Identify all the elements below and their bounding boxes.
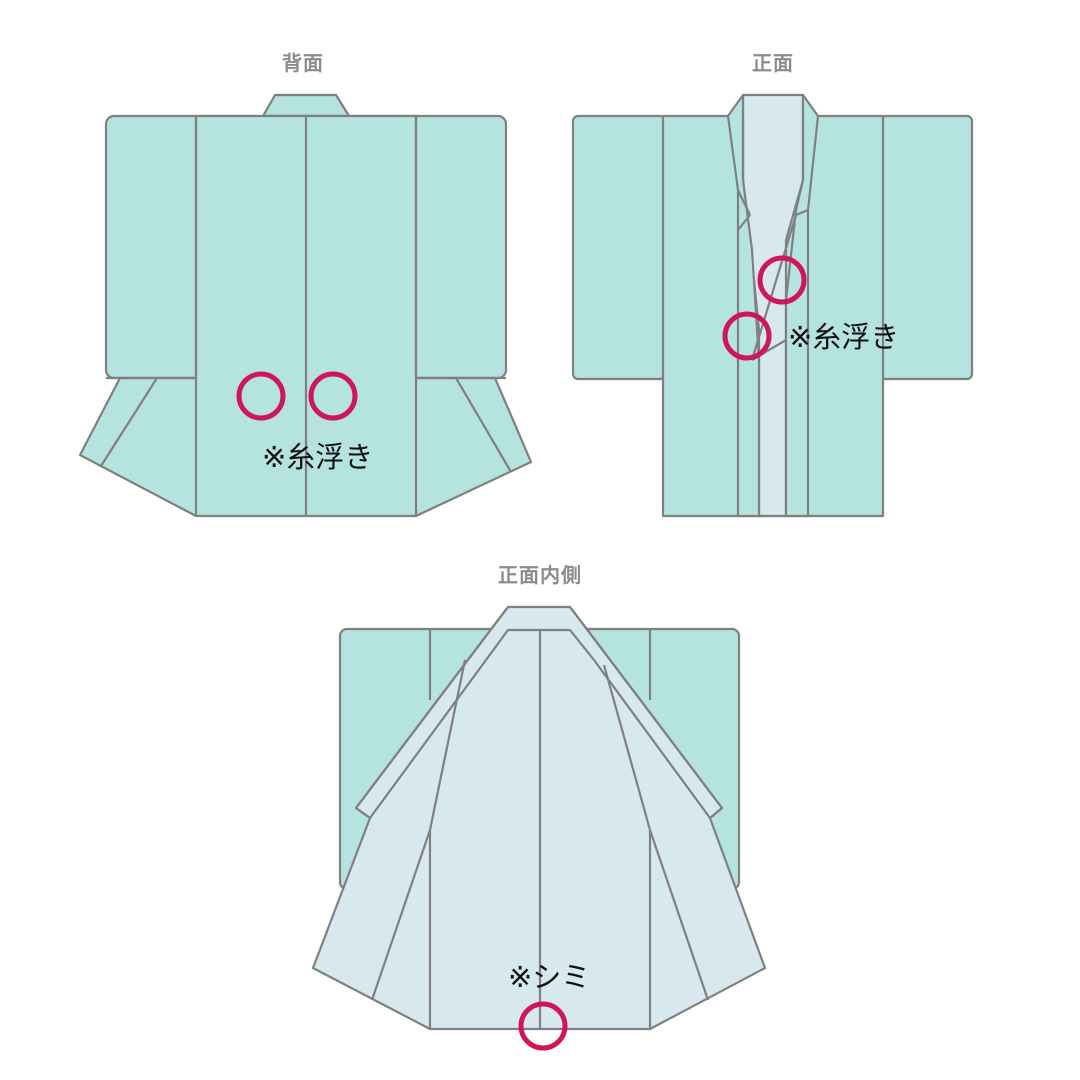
thread-float-marker-lower — [722, 311, 772, 361]
back-view-note: ※糸浮き — [262, 440, 374, 474]
back-view-title: 背面 — [282, 51, 324, 75]
front-view-title: 正面 — [752, 51, 794, 75]
back-collar — [261, 93, 351, 118]
front-view-note: ※糸浮き — [788, 320, 900, 354]
inner-view-note: ※シミ — [508, 960, 591, 994]
thread-float-marker-upper — [757, 255, 807, 305]
back-view-garment — [78, 93, 533, 518]
thread-float-marker-left — [236, 371, 286, 421]
back-view-markers — [236, 371, 358, 421]
front-view-markers — [722, 255, 807, 361]
front-view-garment — [571, 93, 974, 518]
front-right-collar — [784, 93, 820, 518]
inner-view-title: 正面内側 — [498, 563, 582, 587]
stain-marker — [518, 1001, 568, 1051]
inner-view-garment — [311, 605, 767, 1031]
thread-float-marker-right — [308, 371, 358, 421]
front-left-sleeve — [571, 114, 667, 381]
front-left-collar — [726, 93, 761, 518]
inner-view-markers — [518, 1001, 568, 1051]
